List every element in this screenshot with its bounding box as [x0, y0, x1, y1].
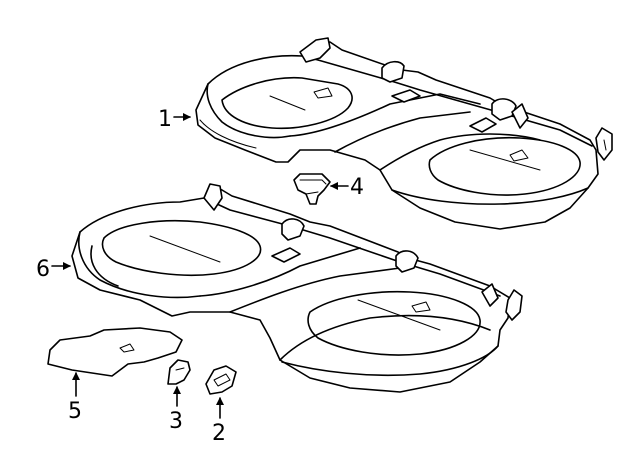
part-5-pad [47, 327, 183, 377]
callout-label-2: 2 [212, 421, 226, 446]
callout-label-1: 1 [158, 107, 172, 132]
callout-3: 3 [169, 386, 183, 434]
part-4-clip [293, 173, 331, 205]
part-3-clip [167, 359, 191, 385]
part-6-seat-cushion [71, 183, 523, 393]
part-2-bracket [205, 365, 237, 395]
callout-4: 4 [330, 175, 364, 200]
callout-5: 5 [68, 372, 82, 424]
part-1-seat-cushion-cover [195, 37, 613, 230]
callout-6: 6 [36, 257, 71, 282]
callout-label-6: 6 [36, 257, 50, 282]
callout-2: 2 [212, 397, 226, 446]
callout-1: 1 [158, 107, 191, 132]
callout-label-3: 3 [169, 409, 183, 434]
callout-label-5: 5 [68, 399, 82, 424]
callout-label-4: 4 [350, 175, 364, 200]
